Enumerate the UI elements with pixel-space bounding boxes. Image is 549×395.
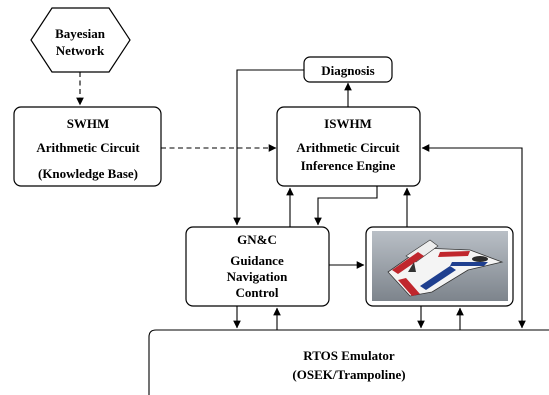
bayesian-network-label-line2: Network	[56, 43, 105, 58]
iswhm-label-line2: Arithmetic Circuit	[296, 140, 400, 155]
iswhm-node: ISWHM Arithmetic Circuit Inference Engin…	[276, 106, 421, 187]
bayesian-network-label-line1: Bayesian	[55, 26, 106, 41]
aircraft-node	[365, 226, 514, 307]
gnc-label-line1: GN&C	[237, 232, 277, 247]
iswhm-to-gnc-loop-arrow	[314, 186, 378, 226]
iswhm-label-line1: ISWHM	[324, 116, 372, 131]
diagnosis-to-gnc-arrow	[233, 69, 304, 226]
rtos-label-line1: RTOS Emulator	[303, 348, 395, 363]
gnc-label-line3: Navigation	[227, 269, 288, 284]
aircraft-photo	[372, 231, 508, 301]
swhm-label-line2: Arithmetic Circuit	[36, 140, 140, 155]
swhm-node: SWHM Arithmetic Circuit (Knowledge Base)	[13, 106, 162, 187]
iswhm-rtos-link-arrow	[421, 144, 526, 329]
gnc-node: GN&C Guidance Navigation Control	[185, 226, 330, 307]
swhm-label-line3: (Knowledge Base)	[38, 166, 138, 181]
rtos-label-line2: (OSEK/Trampoline)	[292, 367, 405, 382]
diagnosis-label: Diagnosis	[321, 63, 374, 78]
diagnosis-node: Diagnosis	[303, 56, 393, 83]
iswhm-label-line3: Inference Engine	[301, 158, 396, 173]
swhm-label-line1: SWHM	[67, 116, 110, 131]
bayesian-network-node: Bayesian Network	[30, 7, 131, 73]
rtos-emulator-node: RTOS Emulator (OSEK/Trampoline)	[148, 329, 549, 395]
gnc-label-line4: Control	[235, 285, 278, 300]
gnc-label-line2: Guidance	[230, 253, 284, 268]
